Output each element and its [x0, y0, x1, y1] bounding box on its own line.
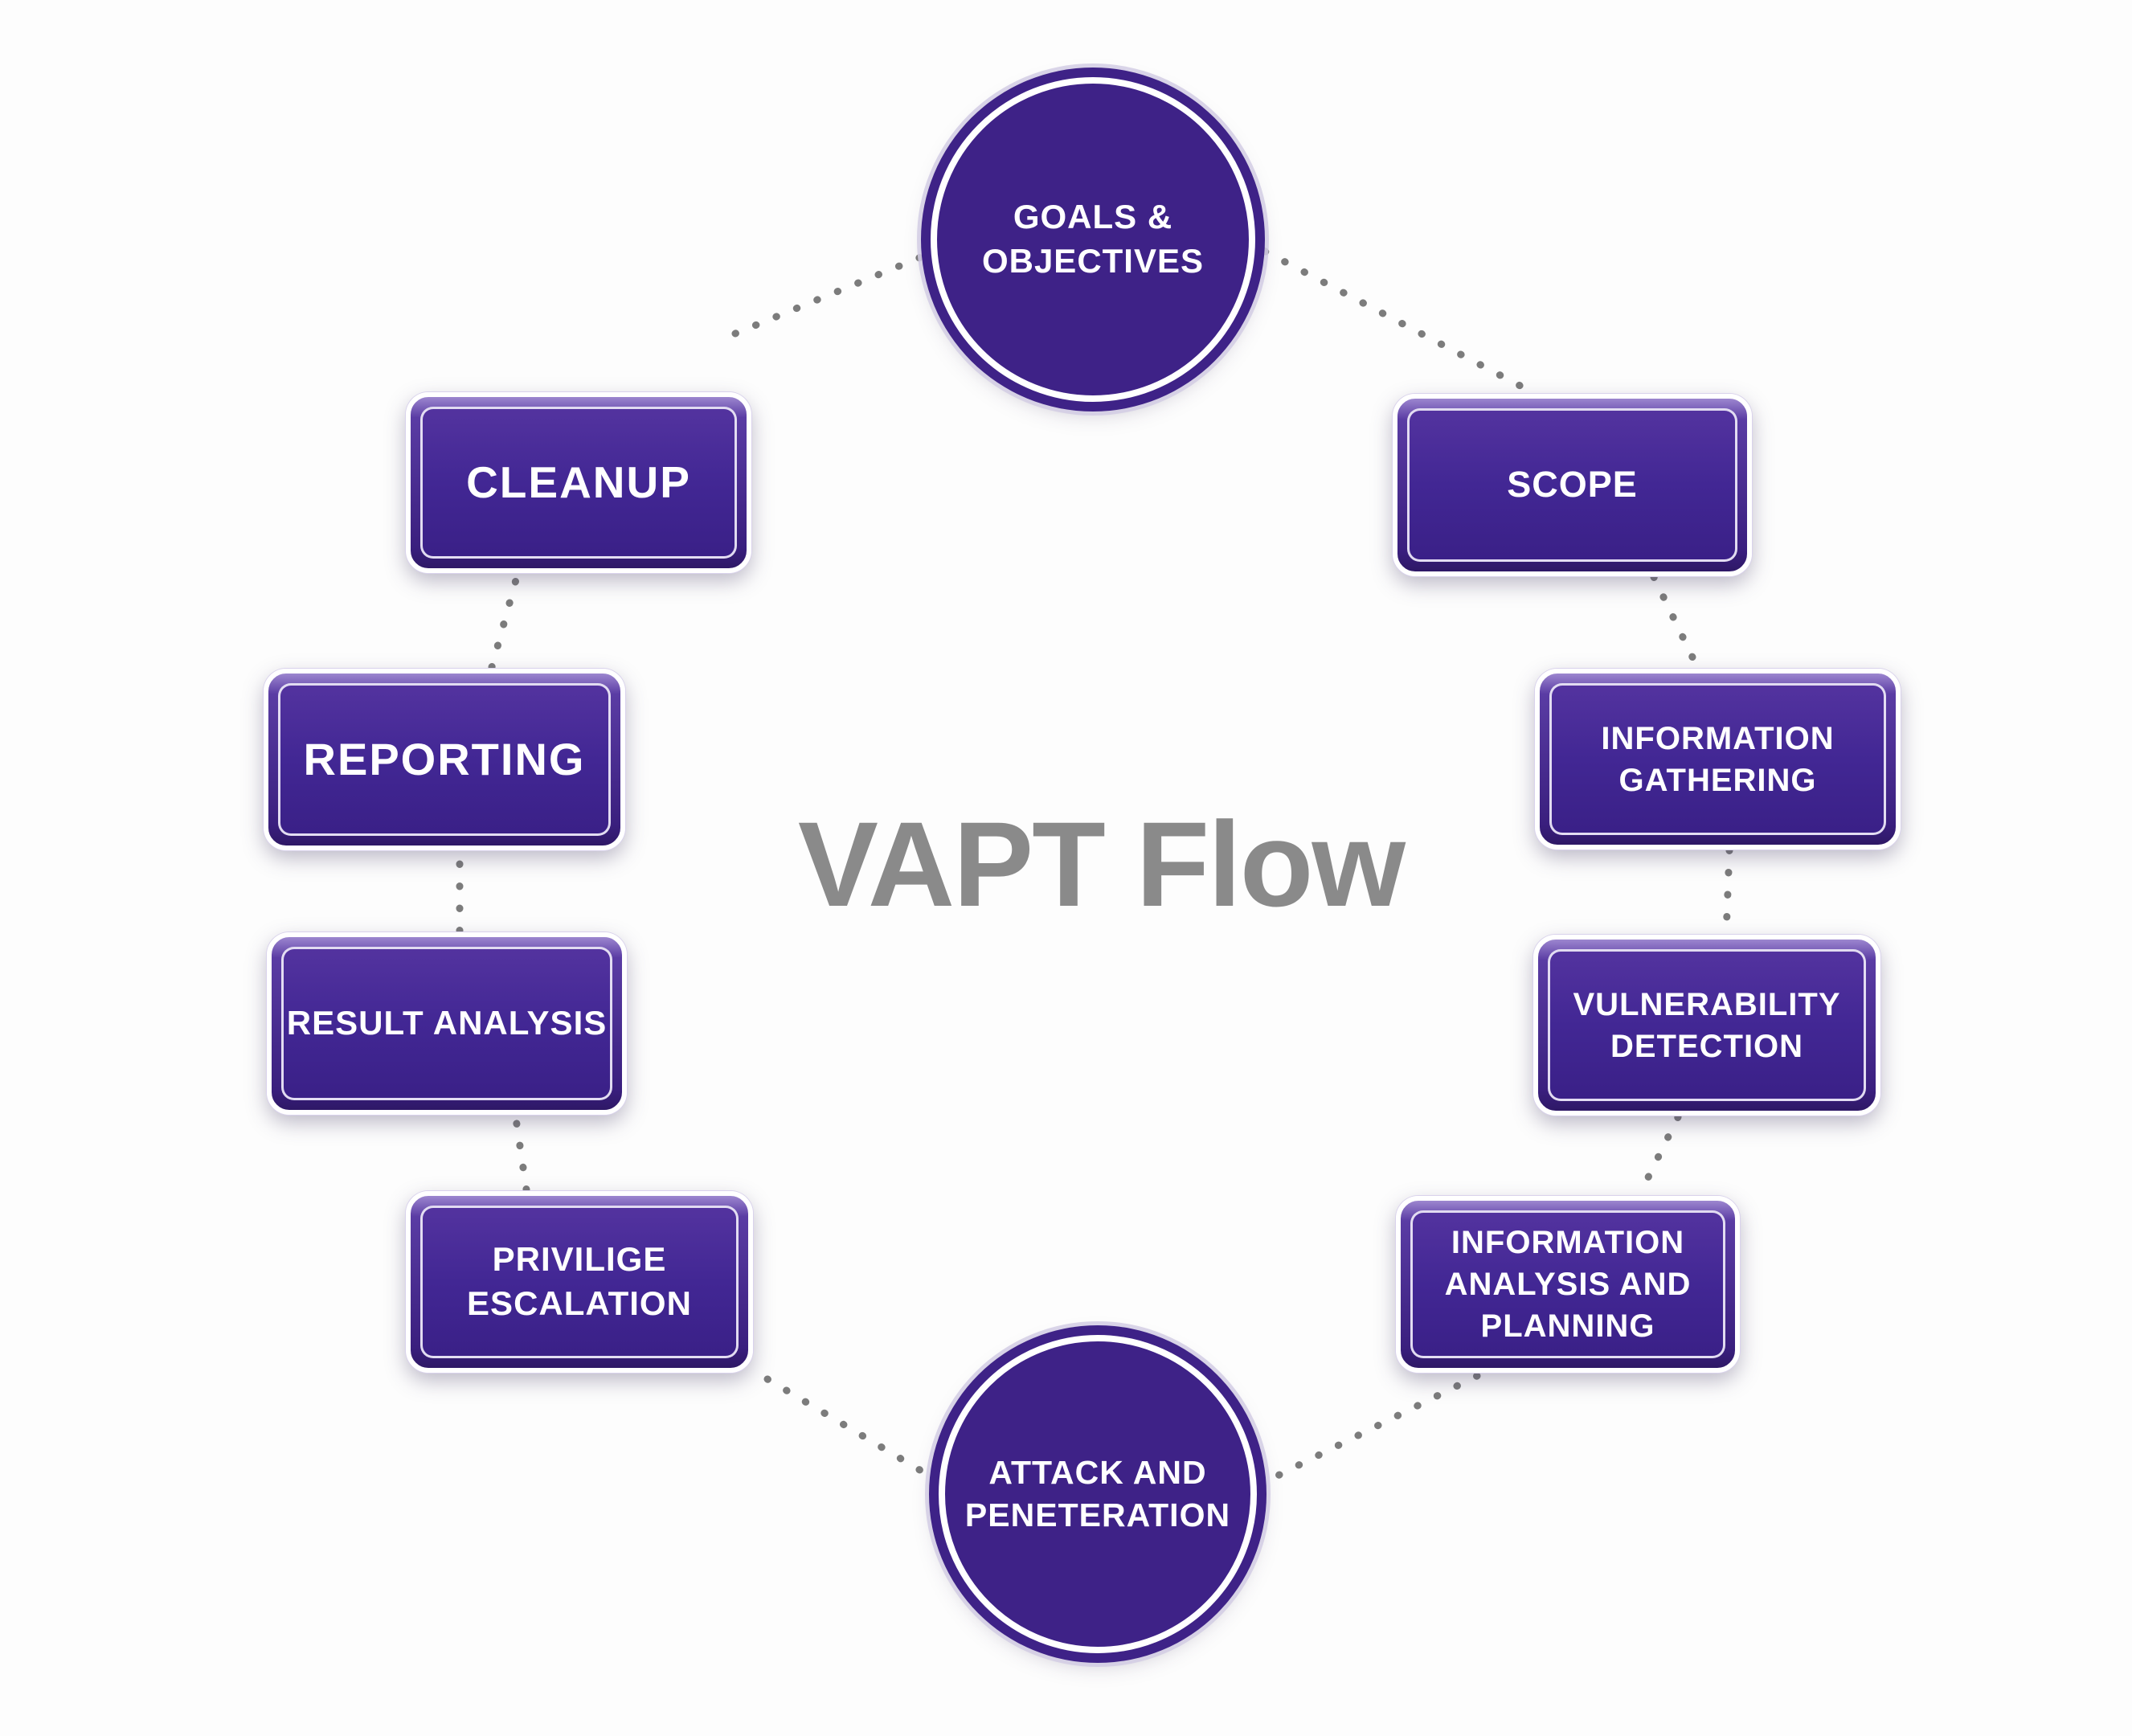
node-result-analysis-label: RESULT ANALYSIS — [286, 1004, 608, 1042]
node-vulnerability-detection-label: VULNERABILITY DETECTION — [1573, 986, 1841, 1064]
connector-cleanup-to-goals — [731, 244, 948, 338]
node-privilige-escalation-label: PRIVILIGE ESCALATION — [467, 1240, 692, 1322]
node-attack-and-peneteration: ATTACK AND PENETERATION — [939, 1335, 1257, 1653]
node-information-analysis-and-planning: INFORMATION ANALYSIS AND PLANNING — [1396, 1196, 1740, 1373]
node-goals-objectives-label: GOALS & OBJECTIVES — [981, 198, 1205, 280]
node-information-analysis-and-planning-label: INFORMATION ANALYSIS AND PLANNING — [1444, 1225, 1692, 1344]
connector-goals-to-scope — [1242, 237, 1535, 395]
node-goals-objectives: GOALS & OBJECTIVES — [931, 77, 1255, 402]
node-reporting: REPORTING — [264, 669, 625, 850]
connector-vulnerability-to-info-analysis — [1635, 1113, 1682, 1199]
diagram-title: VAPT Flow — [797, 796, 1406, 931]
connector-privilige-to-result — [512, 1115, 530, 1194]
connector-attack-to-privilige — [751, 1368, 943, 1485]
node-vulnerability-detection: VULNERABILITY DETECTION — [1533, 935, 1880, 1116]
node-privilige-escalation: PRIVILIGE ESCALATION — [406, 1191, 753, 1373]
node-information-gathering: INFORMATION GATHERING — [1535, 669, 1901, 850]
node-scope: SCOPE — [1393, 394, 1752, 576]
connector-info-analysis-to-attack — [1259, 1372, 1481, 1487]
node-result-analysis: RESULT ANALYSIS — [267, 932, 627, 1115]
connector-reporting-to-cleanup — [488, 573, 521, 671]
node-reporting-label: REPORTING — [303, 733, 586, 784]
connector-scope-to-info-gathering — [1650, 573, 1701, 671]
node-cleanup-label: CLEANUP — [466, 457, 691, 507]
node-information-gathering-label: INFORMATION GATHERING — [1601, 720, 1835, 798]
node-attack-and-peneteration-label: ATTACK AND PENETERATION — [964, 1453, 1231, 1533]
node-scope-label: SCOPE — [1507, 464, 1638, 506]
node-cleanup: CLEANUP — [406, 392, 751, 573]
connector-info-gathering-to-vulnerability — [1722, 846, 1733, 938]
